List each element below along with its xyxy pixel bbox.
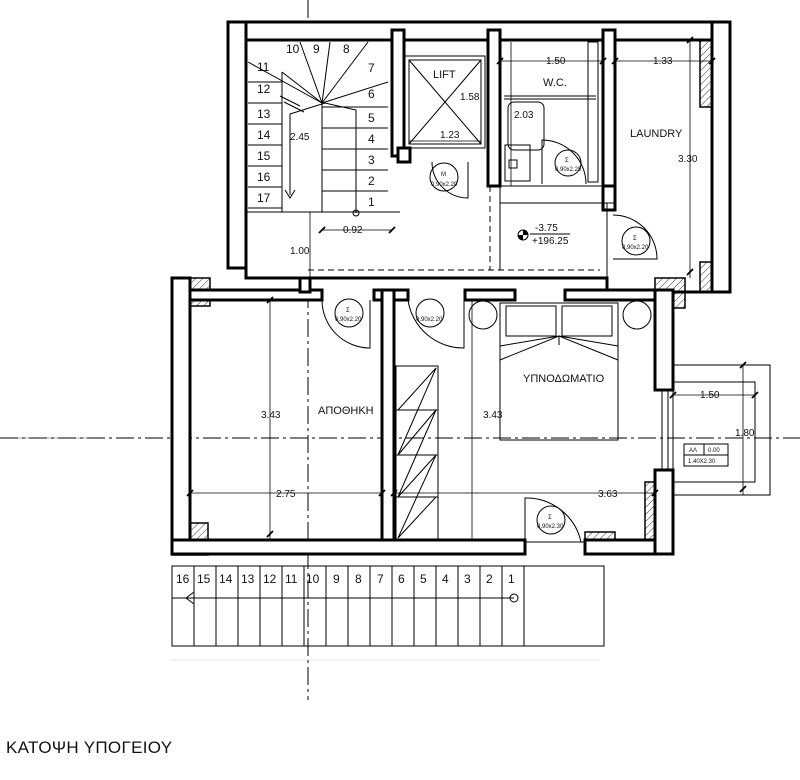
room-label-laundry: LAUNDRY <box>630 128 683 140</box>
dim-terrace-height: 1.80 <box>735 428 755 439</box>
dim-lift-height: 1.58 <box>460 92 480 103</box>
scan-marks <box>4 437 600 661</box>
door-mark-wc: Σ <box>565 158 569 164</box>
door-size-lift: 0.90x2.20 <box>431 182 458 188</box>
room-label-storage: ΑΠΟΘΗΚΗ <box>318 405 374 417</box>
lift-shaft: LIFT 1.58 1.23 M 0.90x2.20 <box>404 55 486 199</box>
wc-room: W.C. 1.50 2.03 Σ 0.90x2.20 <box>496 41 607 186</box>
room-label-bedroom: ΥΠΝΟΔΩΜΑΤΙΟ <box>523 373 605 385</box>
window-sill: 0.00 <box>708 448 720 454</box>
plan-title: ΚΑΤΟΨΗ ΥΠΟΓΕΙΟΥ <box>6 738 173 757</box>
outer-step-7: 7 <box>377 572 384 586</box>
stair-step-3: 3 <box>368 153 375 167</box>
outer-step-14: 14 <box>219 572 233 586</box>
dim-wc-height: 2.03 <box>514 110 534 121</box>
dim-wc-width: 1.50 <box>546 56 566 67</box>
walls <box>170 20 732 556</box>
outer-step-5: 5 <box>420 572 427 586</box>
dim-lift-width: 1.23 <box>440 130 460 141</box>
stair-step-8: 8 <box>343 42 350 56</box>
outer-step-2: 2 <box>486 572 493 586</box>
dim-storage-height: 3.43 <box>261 410 281 421</box>
outer-step-4: 4 <box>442 572 449 586</box>
door-size-storage: 0.90x2.20 <box>335 317 362 323</box>
stair-step-9: 9 <box>313 42 320 56</box>
outer-step-8: 8 <box>355 572 362 586</box>
outer-stair: 16 15 14 13 12 11 10 9 8 7 6 5 4 3 2 1 <box>171 565 605 647</box>
stair-step-7: 7 <box>368 61 375 75</box>
door-mark-storage: Σ <box>346 308 350 314</box>
dim-corridor: 1.00 <box>290 246 310 257</box>
stair-step-12: 12 <box>257 82 271 96</box>
dim-laundry-height: 3.30 <box>678 154 698 165</box>
stair-step-15: 15 <box>257 149 271 163</box>
room-label-wc: W.C. <box>543 77 567 89</box>
window-well: 1.50 1.80 ΑΛ 0.00 1.40X2.30 <box>660 361 771 496</box>
dim-laundry-width: 1.33 <box>653 56 673 67</box>
dim-terrace-width: 1.50 <box>700 390 720 401</box>
door-size-hall: 0.90x2.20 <box>416 317 443 323</box>
storage-room: ΑΠΟΘΗΚΗ 3.43 2.75 Σ 0.90x2.20 <box>186 296 386 540</box>
stair-step-2: 2 <box>368 174 375 188</box>
window-size: 1.40X2.30 <box>688 459 716 465</box>
stair-step-16: 16 <box>257 170 271 184</box>
outer-step-1: 1 <box>508 572 515 586</box>
inner-stair: 1 2 3 4 5 6 7 8 9 10 11 12 13 14 15 16 1… <box>246 41 400 217</box>
stair-step-14: 14 <box>257 128 271 142</box>
dim-stair-height: 2.45 <box>290 132 310 143</box>
outer-step-10: 10 <box>306 572 320 586</box>
stair-step-5: 5 <box>368 111 375 125</box>
door-mark-laundry: Σ <box>633 236 637 242</box>
stair-step-11: 11 <box>257 60 270 74</box>
laundry-room: LAUNDRY 1.33 3.30 Σ 0.90x2.20 <box>611 36 716 278</box>
door-mark-lift: M <box>441 172 446 178</box>
wardrobe: 0.90x2.20 <box>395 298 465 541</box>
outer-step-9: 9 <box>333 572 340 586</box>
stair-step-17: 17 <box>257 191 271 205</box>
stair-step-6: 6 <box>368 87 375 101</box>
outer-step-3: 3 <box>464 572 471 586</box>
stair-step-13: 13 <box>257 107 271 121</box>
level-bottom: +196.25 <box>532 236 569 247</box>
door-size-laundry: 0.90x2.20 <box>622 245 649 251</box>
dim-bedroom-width: 3.63 <box>598 489 618 500</box>
dim-storage-width: 2.75 <box>276 489 296 500</box>
door-size-bedroom: 0.90x2.30 <box>537 524 564 530</box>
door-size-wc: 0.90x2.20 <box>555 167 582 173</box>
level-top: -3.75 <box>535 223 558 234</box>
outer-step-6: 6 <box>398 572 405 586</box>
outer-step-11: 11 <box>285 572 298 586</box>
stair-step-10: 10 <box>286 42 300 56</box>
door-mark-bedroom: Σ <box>548 515 552 521</box>
hall: 0.92 1.00 2.45 -3.75 +196.25 <box>281 72 600 290</box>
bedroom: ΥΠΝΟΔΩΜΑΤΙΟ 3.43 3.63 Σ 0.90x2.30 <box>390 300 659 543</box>
stair-step-1: 1 <box>368 195 375 209</box>
dim-bedroom-height: 3.43 <box>483 410 503 421</box>
outer-step-12: 12 <box>263 572 277 586</box>
dim-landing-width: 0.92 <box>343 225 363 236</box>
room-label-lift: LIFT <box>433 69 456 81</box>
outer-step-16: 16 <box>176 572 190 586</box>
window-code: ΑΛ <box>689 448 697 454</box>
outer-step-13: 13 <box>241 572 255 586</box>
stair-step-4: 4 <box>368 132 375 146</box>
outer-step-15: 15 <box>197 572 211 586</box>
